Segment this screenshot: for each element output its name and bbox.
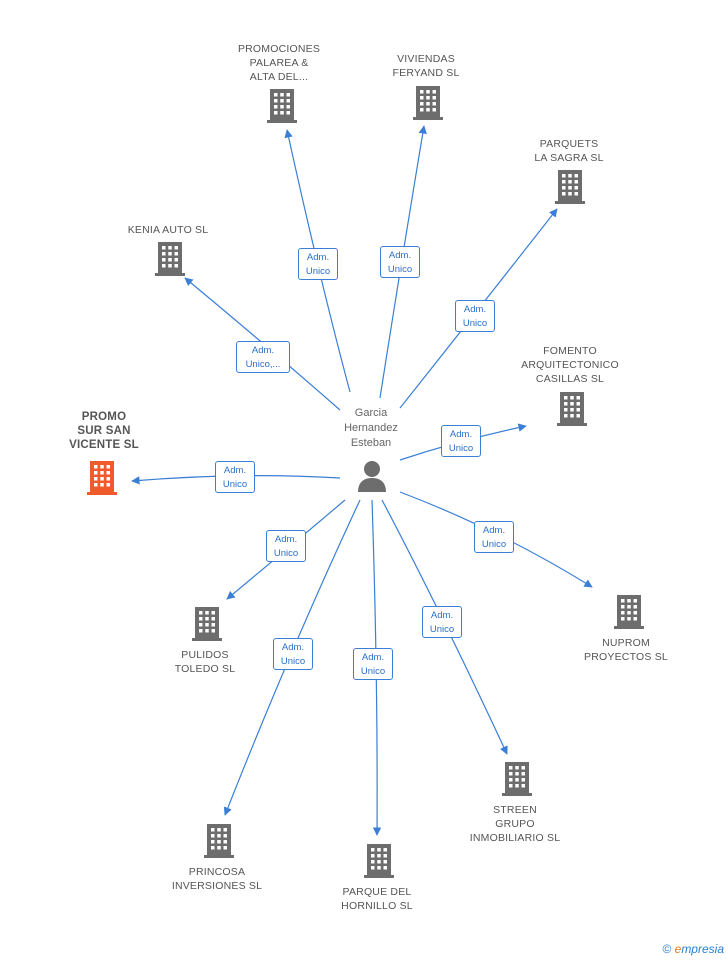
brand-initial: e: [674, 942, 682, 956]
company-label-streen-grupo[interactable]: STREEN GRUPO INMOBILIARIO SL: [469, 804, 561, 844]
building-icon-kenia-auto[interactable]: [155, 242, 185, 276]
edge-role-parque-del-hornillo[interactable]: Adm. Unico: [353, 648, 393, 680]
edge-role-promo-sur-san-vicente[interactable]: Adm. Unico: [215, 461, 255, 493]
company-label-parque-del-hornillo[interactable]: PARQUE DEL HORNILLO SL: [341, 886, 413, 912]
company-label-fomento-arquitectonico[interactable]: FOMENTO ARQUITECTONICO CASILLAS SL: [521, 345, 619, 385]
company-label-kenia-auto[interactable]: KENIA AUTO SL: [127, 224, 209, 236]
building-icon-parquets-la-sagra[interactable]: [555, 170, 585, 204]
company-label-viviendas-feryand[interactable]: VIVIENDAS FERYAND SL: [392, 53, 460, 79]
edge-role-viviendas-feryand[interactable]: Adm. Unico: [380, 246, 420, 278]
building-icon-pulidos-toledo[interactable]: [192, 607, 222, 641]
building-icon-parque-del-hornillo[interactable]: [364, 844, 394, 878]
edge-role-kenia-auto[interactable]: Adm. Unico,...: [236, 341, 290, 373]
edge-role-parquets-la-sagra[interactable]: Adm. Unico: [455, 300, 495, 332]
company-label-nuprom-proyectos[interactable]: NUPROM PROYECTOS SL: [584, 637, 668, 663]
edge-role-promociones-palarea[interactable]: Adm. Unico: [298, 248, 338, 280]
edge-role-nuprom-proyectos[interactable]: Adm. Unico: [474, 521, 514, 553]
building-icon-nuprom-proyectos[interactable]: [614, 595, 644, 629]
building-icon-promo-sur-san-vicente[interactable]: [87, 461, 117, 495]
edge-role-princosa-inversiones[interactable]: Adm. Unico: [273, 638, 313, 670]
building-icon-fomento-arquitectonico[interactable]: [557, 392, 587, 426]
company-label-parquets-la-sagra[interactable]: PARQUETS LA SAGRA SL: [534, 138, 604, 164]
edge-role-pulidos-toledo[interactable]: Adm. Unico: [266, 530, 306, 562]
brand-name: mpresia: [681, 942, 724, 956]
building-icon-promociones-palarea[interactable]: [267, 89, 297, 123]
company-label-pulidos-toledo[interactable]: PULIDOS TOLEDO SL: [174, 649, 236, 675]
edge-role-streen-grupo[interactable]: Adm. Unico: [422, 606, 462, 638]
building-icon-viviendas-feryand[interactable]: [413, 86, 443, 120]
company-label-promo-sur-san-vicente[interactable]: PROMO SUR SAN VICENTE SL: [69, 411, 139, 451]
person-icon: [358, 461, 386, 492]
center-person-name: Garcia Hernandez Esteban: [344, 407, 398, 449]
edge-role-fomento-arquitectonico[interactable]: Adm. Unico: [441, 425, 481, 457]
building-icon-streen-grupo[interactable]: [502, 762, 532, 796]
footer-brand: © empresia: [662, 942, 724, 956]
building-icon-princosa-inversiones[interactable]: [204, 824, 234, 858]
company-label-promociones-palarea[interactable]: PROMOCIONES PALAREA & ALTA DEL...: [237, 43, 321, 83]
company-label-princosa-inversiones[interactable]: PRINCOSA INVERSIONES SL: [171, 866, 263, 892]
copyright-symbol: ©: [662, 942, 672, 956]
